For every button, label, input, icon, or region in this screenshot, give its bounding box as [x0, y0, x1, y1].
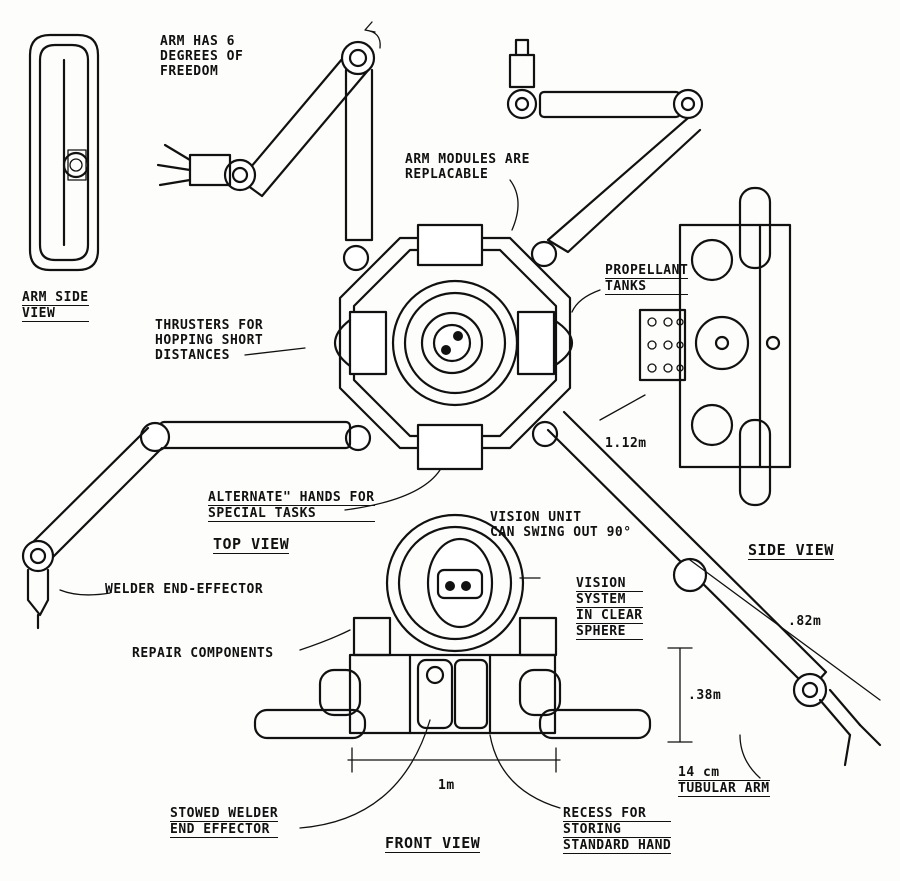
label-line: CAN SWING OUT 90° — [490, 525, 632, 540]
label-line: 1.12m — [605, 436, 647, 451]
label-arm-side-view: ARM SIDE VIEW — [22, 290, 89, 322]
label-line: ARM SIDE — [22, 290, 89, 306]
label-stowed-welder: STOWED WELDER END EFFECTOR — [170, 806, 279, 838]
dimension-0-38m: .38m — [688, 688, 721, 703]
label-line: ARM MODULES ARE — [405, 152, 530, 167]
label-arm-modules: ARM MODULES ARE REPLACABLE — [405, 152, 530, 182]
arm-side-view-drawing — [28, 33, 100, 272]
side-view-drawing — [638, 186, 792, 507]
label-line: DEGREES OF — [160, 49, 244, 64]
label-line: SIDE VIEW — [748, 541, 834, 560]
label-line: ARM HAS 6 — [160, 34, 235, 49]
label-line: TUBULAR ARM — [678, 781, 770, 797]
label-line: .82m — [788, 614, 822, 629]
label-line: IN CLEAR — [576, 608, 643, 624]
label-line: 14 cm — [678, 765, 770, 781]
label-line: THRUSTERS FOR — [155, 318, 264, 333]
label-line: FREEDOM — [160, 64, 219, 79]
arm-lower-left — [21, 420, 352, 630]
label-line: SPHERE — [576, 624, 643, 640]
label-line: TANKS — [605, 279, 689, 295]
label-line: 1m — [438, 778, 455, 793]
label-recess: RECESS FOR STORING STANDARD HAND — [563, 806, 672, 854]
label-line: REPAIR COMPONENTS — [132, 646, 274, 661]
arm-lower-right — [546, 394, 882, 767]
label-line: RECESS FOR — [563, 806, 672, 822]
label-top-view: TOP VIEW — [213, 535, 290, 554]
label-line: PROPELLANT — [605, 263, 689, 279]
dimension-0-82m: .82m — [788, 614, 821, 629]
dimension-1m: 1m — [438, 778, 455, 793]
label-line: REPLACABLE — [405, 167, 489, 182]
label-line: .38m — [688, 688, 722, 703]
label-line: VISION — [576, 576, 643, 592]
arm-top-right — [506, 38, 704, 254]
label-line: SPECIAL TASKS — [208, 506, 375, 522]
label-line: VISION UNIT — [490, 510, 582, 525]
label-repair-components: REPAIR COMPONENTS — [132, 646, 274, 661]
front-view-drawing — [253, 513, 693, 773]
label-vision-unit: VISION UNIT CAN SWING OUT 90° — [490, 510, 632, 540]
label-line: TOP VIEW — [213, 535, 290, 554]
label-propellant-tanks: PROPELLANT TANKS — [605, 263, 689, 295]
label-line: VIEW — [22, 306, 89, 322]
label-line: FRONT VIEW — [385, 834, 481, 853]
label-vision-system: VISION SYSTEM IN CLEAR SPHERE — [576, 576, 643, 640]
label-tubular-arm: 14 cm TUBULAR ARM — [678, 765, 770, 797]
label-thrusters: THRUSTERS FOR HOPPING SHORT DISTANCES — [155, 318, 263, 363]
arm-top-left — [156, 21, 381, 242]
top-view-body — [334, 223, 573, 471]
leader-lines — [59, 179, 761, 829]
label-alternate-hands: ALTERNATE" HANDS FOR SPECIAL TASKS — [208, 490, 375, 522]
label-arm-dof: ARM HAS 6 DEGREES OF FREEDOM — [160, 34, 243, 79]
label-line: ALTERNATE" HANDS FOR — [208, 490, 375, 506]
label-line: HOPPING SHORT — [155, 333, 264, 348]
label-side-view: SIDE VIEW — [748, 541, 834, 560]
label-line: STANDARD HAND — [563, 838, 672, 854]
label-front-view: FRONT VIEW — [385, 834, 481, 853]
label-line: STORING — [563, 822, 672, 838]
label-line: DISTANCES — [155, 348, 230, 363]
label-line: STOWED WELDER — [170, 806, 279, 822]
label-line: WELDER END-EFFECTOR — [105, 582, 264, 597]
label-line: SYSTEM — [576, 592, 643, 608]
label-line: END EFFECTOR — [170, 822, 279, 838]
dimension-1-12m: 1.12m — [605, 436, 647, 451]
label-welder: WELDER END-EFFECTOR — [105, 582, 263, 597]
